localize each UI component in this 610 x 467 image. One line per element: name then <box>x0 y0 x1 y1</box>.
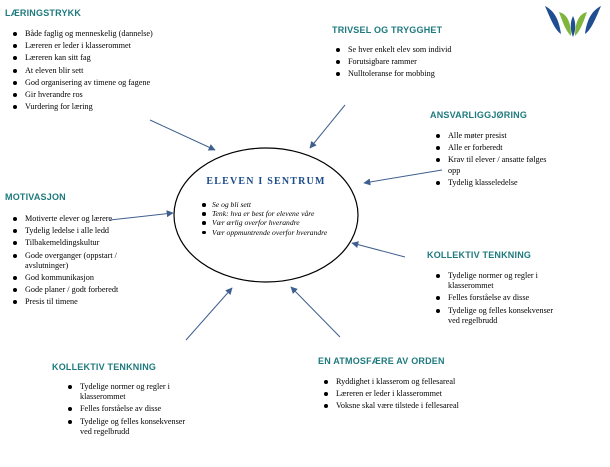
atmosfaere-section: EN ATMOSFÆRE AV ORDEN Ryddighet i klasse… <box>308 356 478 414</box>
list-item: Læreren kan sitt fag <box>11 53 165 63</box>
arrow-kollektiv-right <box>351 241 406 258</box>
list-item: Tydelig klasseledelse <box>434 178 554 188</box>
atmosfaere-heading: EN ATMOSFÆRE AV ORDEN <box>318 356 445 366</box>
arrow-laeringstrykk <box>149 119 216 151</box>
list-item: Tilbakemeldingskultur <box>11 238 141 248</box>
arrow-ansvarliggjoring <box>363 169 443 186</box>
arrow-motivasjon <box>109 210 174 221</box>
trivsel-heading: TRIVSEL OG TRYGGHET <box>332 25 443 35</box>
list-item: Ryddighet i klasserom og fellesareal <box>322 377 472 387</box>
list-item: Gir hverandre ros <box>11 90 165 100</box>
school-logo-icon <box>545 6 601 37</box>
list-item: Felles forståelse av disse <box>66 404 186 414</box>
list-item: Læreren er leder i klasserommet <box>322 389 472 399</box>
list-item: Tydelige og felles konsekvenser ved rege… <box>434 306 562 326</box>
list-item: Voksne skal være tilstede i fellesareal <box>322 401 472 411</box>
list-item: Motiverte elever og lærere <box>11 214 141 224</box>
list-item: Gode planer / godt forberedt <box>11 285 141 295</box>
list-item: Tydelige normer og regler i klasserommet <box>434 271 562 291</box>
list-item: Presis til timene <box>11 297 141 307</box>
kollektiv-right-heading: KOLLEKTIV TENKNING <box>427 250 532 260</box>
kollektiv-left-heading: KOLLEKTIV TENKNING <box>52 362 157 372</box>
center-title: ELEVEN I SENTRUM <box>206 176 326 187</box>
list-item: Krav til elever / ansatte følges opp <box>434 155 554 175</box>
list-item: Både faglig og menneskelig (dannelse) <box>11 29 165 39</box>
list-item: Tenk: hva er best for elevene våre <box>200 209 340 218</box>
list-item: Se og bli sett <box>200 200 340 209</box>
list-item: Alle møter presist <box>434 131 554 141</box>
list-item: Vurdering for læring <box>11 102 165 112</box>
laeringstrykk-list: Både faglig og menneskelig (dannelse) Lær… <box>11 29 165 112</box>
kollektiv-right-section: KOLLEKTIV TENKNING Tydelige normer og re… <box>420 250 570 328</box>
laeringstrykk-heading: LÆRINGSTRYKK <box>5 8 82 18</box>
kollektiv-left-list: Tydelige normer og regler i klasserommet… <box>66 382 186 437</box>
arrow-atmosfaere <box>290 286 341 338</box>
laeringstrykk-section: LÆRINGSTRYKK Både faglig og menneskelig … <box>5 8 165 114</box>
list-item: Forutsigbare rammer <box>334 57 498 67</box>
list-item: Tydelig ledelse i alle ledd <box>11 226 141 236</box>
center-ellipse <box>173 147 359 283</box>
list-item: Se hver enkelt elev som individ <box>334 45 498 55</box>
list-item: Alle er forberedt <box>434 143 554 153</box>
list-item: God kommunikasjon <box>11 273 141 283</box>
list-item: Gode overganger (oppstart / avslutninger… <box>11 251 141 271</box>
list-item: Læreren er leder i klasserommet <box>11 41 165 51</box>
list-item: Vær oppmuntrende overfor hverandre <box>200 228 340 237</box>
list-item: Nulltoleranse for mobbing <box>334 69 498 79</box>
list-item: God organisering av timene og fagene <box>11 78 165 88</box>
list-item: Felles forståelse av disse <box>434 293 562 303</box>
kollektiv-right-list: Tydelige normer og regler i klasserommet… <box>434 271 562 326</box>
kollektiv-left-section: KOLLEKTIV TENKNING Tydelige normer og re… <box>52 362 202 439</box>
list-item: Tydelige og felles konsekvenser ved rege… <box>66 417 186 437</box>
list-item: At eleven blir sett <box>11 66 165 76</box>
list-item: Tydelige normer og regler i klasserommet <box>66 382 186 402</box>
list-item: Vær ærlig overfor hverandre <box>200 218 340 227</box>
arrow-trivsel <box>309 104 346 149</box>
ansvarliggjoring-heading: ANSVARLIGGJØRING <box>430 110 528 120</box>
trivsel-section: TRIVSEL OG TRYGGHET Se hver enkelt elev … <box>318 25 498 82</box>
arrow-kollektiv-left <box>185 287 233 341</box>
motivasjon-heading: MOTIVASJON <box>5 192 66 202</box>
